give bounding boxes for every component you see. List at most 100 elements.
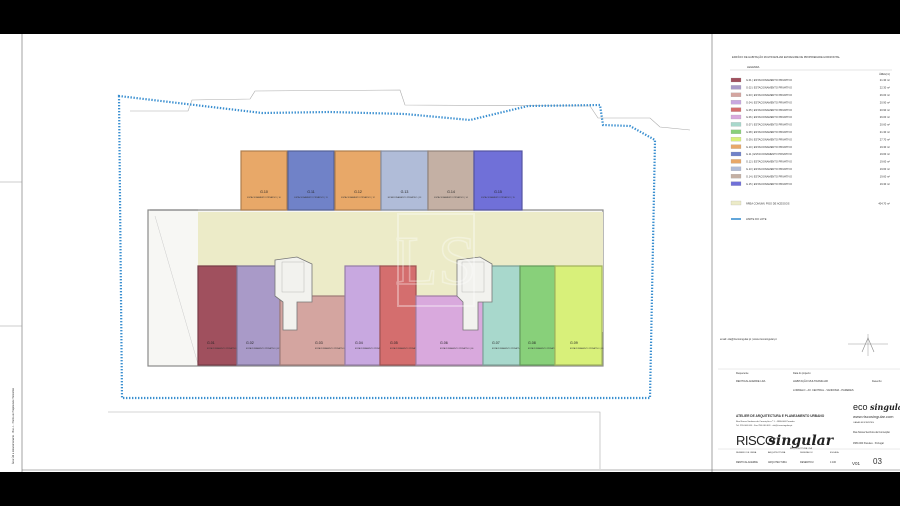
legend-swatch: [730, 77, 742, 83]
garage-label: G.05: [390, 341, 398, 345]
legend-item-label: G.13 | ESTACIONAMENTO PRIVATIVO: [746, 167, 792, 171]
svg-text:eco: eco: [853, 402, 868, 412]
legend-swatch: [730, 159, 742, 164]
legend-item-area: 27.70 m²: [880, 137, 890, 141]
sheet-label: Desenho: [872, 380, 882, 383]
legend-item: G.08 | ESTACIONAMENTO PRIVATIVO 21.30 m²: [730, 129, 890, 134]
garage-sublabel: ESTACIONAMENTO PRIVATIVO | 12: [341, 196, 375, 199]
garage-sublabel: ESTACIONAMENTO PRIVATIVO | 15: [481, 196, 515, 199]
legend-swatch: [730, 181, 742, 186]
footer-col-value: DESENHOU: [800, 461, 814, 464]
legend-item-area: 19.60 m²: [880, 167, 890, 171]
legend-item-label: G.03 | ESTACIONAMENTO PRIVATIVO: [746, 93, 792, 97]
ecosingular-logo: eco singular: [853, 402, 900, 412]
legend-common-label: ÁREA COMUM | PISO DE ACESSOS: [746, 202, 790, 206]
garage-label: G.11: [307, 190, 315, 194]
legend-item: G.10 | ESTACIONAMENTO PRIVATIVO 19.30 m²: [730, 144, 890, 149]
legend-item-label: G.12 | ESTACIONAMENTO PRIVATIVO: [746, 160, 792, 164]
garage-label: G.01: [207, 341, 215, 345]
footer-col-value: 1:100: [830, 461, 837, 464]
legend-subtitle: LEGENDA: [747, 65, 760, 69]
contact-line: email: ola@riscosingular.pt | www.riscos…: [720, 337, 777, 341]
plan-drawing: Área Útil e Estacionamento · Piso -1 · P…: [0, 34, 900, 472]
legend-limit-row: LIMITE DO LOTE: [731, 217, 767, 221]
legend-item: G.11 | ESTACIONAMENTO PRIVATIVO 19.60 m²: [730, 151, 890, 157]
garage-sublabel: ESTACIONAMENTO PRIVATIVO | 02: [246, 347, 280, 350]
legend-item-area: 21.30 m²: [880, 78, 890, 82]
footer-col-label: NUMERO DE OBRA: [736, 451, 757, 454]
stair-core-right: [456, 256, 493, 331]
garage-sublabel: ESTACIONAMENTO PRIVATIVO | 14: [434, 196, 468, 199]
legend-item-label: G.10 | ESTACIONAMENTO PRIVATIVO: [746, 145, 792, 149]
street-line: [108, 411, 601, 469]
legend-item-area: 20.60 m²: [880, 123, 890, 127]
svg-text:ARQUITECTURA LDA: ARQUITECTURA LDA: [790, 447, 813, 450]
legend-swatch: [730, 174, 742, 179]
drawing-sheet: Área Útil e Estacionamento · Piso -1 · P…: [0, 34, 900, 472]
version-value: V01: [852, 461, 861, 466]
owner-value: RENTICALACERDE LDA: [736, 379, 766, 383]
garage-sublabel: ESTACIONAMENTO PRIVATIVO | 06: [440, 347, 474, 350]
legend-common-swatch: [730, 200, 742, 206]
stair-left-steps: [281, 261, 305, 293]
garage-sublabel: ESTACIONAMENTO PRIVATIVO | 03: [315, 347, 349, 350]
garage-label: G.14: [447, 190, 455, 194]
legend-item: G.13 | ESTACIONAMENTO PRIVATIVO 19.60 m²: [730, 166, 890, 171]
svg-text:singular: singular: [870, 402, 900, 412]
legend-swatch: [730, 122, 742, 127]
garage-sublabel: ESTACIONAMENTO PRIVATIVO | 13: [388, 196, 422, 199]
legend-item-label: G.04 | ESTACIONAMENTO PRIVATIVO: [746, 100, 792, 104]
garage-sublabel: ESTACIONAMENTO PRIVATIVO | 04: [355, 347, 389, 350]
legend-item-area: 19.30 m²: [880, 145, 890, 149]
garage-label: G.13: [401, 190, 409, 194]
footer-col-label: DESENHOU: [800, 452, 813, 454]
studio-name: ATELIER DE ARQUITECTURA E PLANEAMENTO UR…: [736, 414, 825, 418]
legend-swatch: [730, 144, 742, 149]
legend-item-area: 19.60 m²: [880, 174, 890, 178]
garage-label: G.10: [260, 190, 268, 194]
legend-swatch: [730, 166, 742, 171]
svg-text:singular: singular: [768, 433, 835, 449]
footer-col-value: ARQUITECTURA: [768, 461, 787, 464]
north-arrow-icon: [848, 334, 888, 356]
garage-sublabel: ESTACIONAMENTO PRIVATIVO | 05: [390, 347, 424, 350]
garage-label: G.07: [492, 341, 500, 345]
garage-sublabel: ESTACIONAMENTO PRIVATIVO | 10: [247, 196, 281, 199]
legend-swatch: [730, 100, 742, 105]
garage-label: G.03: [315, 341, 323, 345]
legend-item-label: G.01 | ESTACIONAMENTO PRIVATIVO: [746, 78, 792, 82]
office-line-1: Rua Nossa Senhora da Conceição: [853, 431, 890, 434]
footer-col-label: ESCALA: [830, 451, 839, 454]
legend-item-area: 19.60 m²: [880, 152, 890, 156]
location-value: LORDELO - AV. CENTRAL - VANDOMA - PAREDE…: [793, 388, 854, 392]
studio-phone: Tel. 255 000 000 · Fax 255 000 001 · ola…: [736, 424, 793, 427]
studio-address: Rua Nossa Senhora da Conceição n.º 1 · 4…: [736, 420, 796, 423]
garage-label: G.12: [354, 190, 362, 194]
footer-col-value: RENTICALACERDE: [736, 461, 758, 464]
legend-item-label: G.08 | ESTACIONAMENTO PRIVATIVO: [746, 130, 792, 134]
legend-area-header: ÁREA(m²): [879, 73, 890, 76]
garage-label: G.15: [494, 190, 502, 194]
stair-core-left: [274, 256, 313, 331]
legend-item-label: G.11 | ESTACIONAMENTO PRIVATIVO: [746, 152, 792, 156]
legend-swatch: [730, 151, 742, 157]
svg-text:LS: LS: [395, 223, 477, 300]
legend-item-area: 26.00 m²: [880, 115, 890, 119]
legend-item-area: 21.30 m²: [880, 130, 890, 134]
title-footer: NUMERO DE OBRA RENTICALACERDE ARQUITECTURA…: [736, 451, 839, 464]
